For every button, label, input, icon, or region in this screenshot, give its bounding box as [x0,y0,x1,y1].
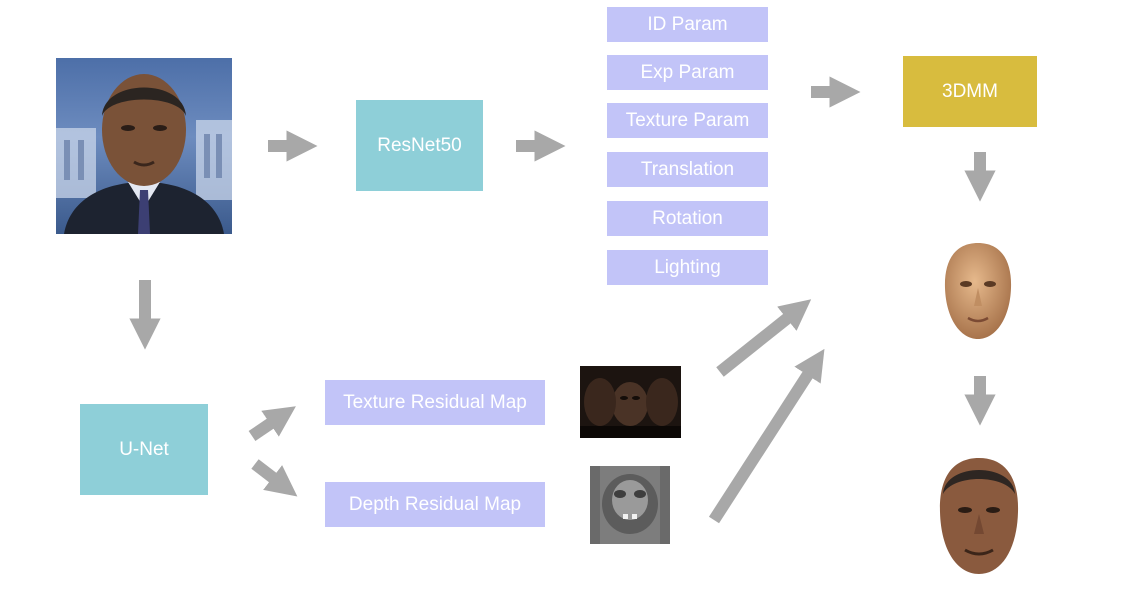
final-face-icon [939,458,1019,574]
unet-label: U-Net [119,438,169,460]
arrow-unet-to-depth-residual [251,459,298,497]
texture-residual-image [580,366,681,438]
coarse-3d-face-render [940,240,1016,342]
3dmm-label: 3DMM [942,80,998,102]
arrow-unet-to-texture-residual [248,406,296,441]
param-label: ID Param [647,13,728,35]
arrow-texture-map-to-params [716,299,812,377]
param-exp: Exp Param [607,55,768,90]
param-translation: Translation [607,152,768,187]
depth-residual-box: Depth Residual Map [325,482,545,527]
param-label: Exp Param [640,61,735,83]
resnet50-label: ResNet50 [377,134,462,156]
param-rotation: Rotation [607,201,768,236]
unet-box: U-Net [80,404,208,495]
param-id: ID Param [607,7,768,42]
param-label: Texture Param [625,109,750,131]
param-lighting: Lighting [607,250,768,285]
face-photo-icon [56,74,232,234]
arrow-depth-map-to-params [708,348,825,524]
depth-map-icon [590,466,670,544]
coarse-face-icon [944,243,1012,339]
texture-residual-label: Texture Residual Map [343,391,527,413]
resnet50-box: ResNet50 [356,100,483,191]
input-face-photo [56,58,232,234]
param-texture: Texture Param [607,103,768,138]
3dmm-box: 3DMM [903,56,1037,127]
param-label: Rotation [652,207,723,229]
param-label: Translation [640,158,735,180]
texture-residual-box: Texture Residual Map [325,380,545,425]
depth-residual-label: Depth Residual Map [348,493,522,515]
final-textured-3d-face-render [933,454,1025,578]
depth-residual-image [590,466,670,544]
param-label: Lighting [654,256,721,278]
texture-map-icon [580,366,681,438]
